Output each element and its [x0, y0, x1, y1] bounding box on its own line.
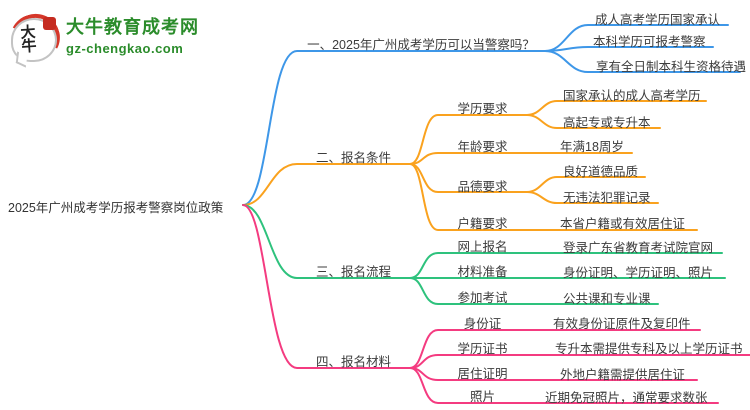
branch1-topic[interactable]: 一、2025年广州成考学历可以当警察吗？ — [307, 38, 535, 52]
branch4-lines — [242, 204, 750, 404]
branch4-sub[interactable]: 居住证明 — [457, 367, 508, 381]
branch3-lines — [242, 204, 726, 305]
logo-bubble-icon: 大牛 — [3, 7, 67, 69]
branch2-topic[interactable]: 二、报名条件 — [315, 151, 391, 165]
branch2-leaf[interactable]: 年满18周岁 — [560, 140, 624, 154]
branch4-sub[interactable]: 照片 — [469, 390, 495, 404]
branch2-sub[interactable]: 学历要求 — [457, 102, 508, 116]
branch4-sub[interactable]: 身份证 — [463, 317, 502, 331]
branch3-sub[interactable]: 参加考试 — [457, 291, 508, 305]
branch4-sub[interactable]: 学历证书 — [457, 342, 508, 356]
branch2-lines — [242, 100, 707, 231]
branch1-lines — [242, 24, 741, 206]
branch2-leaf[interactable]: 高起专或专升本 — [563, 116, 651, 130]
branch1-leaf[interactable]: 本科学历可报考警察 — [593, 35, 706, 49]
branch3-sub[interactable]: 网上报名 — [457, 240, 508, 254]
root-topic[interactable]: 2025年广州成考学历报考警察岗位政策 — [8, 201, 224, 215]
branch3-leaf[interactable]: 身份证明、学历证明、照片 — [563, 266, 714, 280]
site-logo[interactable]: 大牛 大牛教育成考网 gz-chengkao.com — [3, 7, 199, 69]
logo-red-seal-icon — [43, 17, 56, 30]
logo-text-block: 大牛教育成考网 gz-chengkao.com — [66, 14, 199, 56]
branch2-sub[interactable]: 品德要求 — [457, 180, 508, 194]
branch3-sub[interactable]: 材料准备 — [457, 265, 508, 279]
branch2-sub[interactable]: 户籍要求 — [457, 217, 508, 231]
branch3-leaf[interactable]: 公共课和专业课 — [563, 292, 651, 306]
branch4-leaf[interactable]: 专升本需提供专科及以上学历证书 — [555, 342, 743, 356]
branch4-leaf[interactable]: 外地户籍需提供居住证 — [560, 368, 686, 382]
branch3-leaf[interactable]: 登录广东省教育考试院官网 — [563, 241, 714, 255]
branch4-leaf[interactable]: 有效身份证原件及复印件 — [553, 317, 691, 331]
branch3-topic[interactable]: 三、报名流程 — [315, 265, 391, 279]
branch2-sub[interactable]: 年龄要求 — [457, 140, 508, 154]
branch2-leaf[interactable]: 良好道德品质 — [563, 165, 639, 179]
branch1-leaf[interactable]: 成人高考学历国家承认 — [595, 13, 721, 27]
branch4-leaf[interactable]: 近期免冠照片，通常要求数张 — [545, 391, 708, 405]
logo-domain: gz-chengkao.com — [66, 40, 184, 56]
branch4-topic[interactable]: 四、报名材料 — [315, 355, 391, 369]
branch2-leaf[interactable]: 无违法犯罪记录 — [563, 191, 651, 205]
branch1-leaf[interactable]: 享有全日制本科生资格待遇 — [596, 60, 747, 74]
branch2-leaf[interactable]: 国家承认的成人高考学历 — [563, 89, 701, 103]
logo-title: 大牛教育成考网 — [66, 17, 199, 37]
branch2-leaf[interactable]: 本省户籍或有效居住证 — [560, 217, 686, 231]
